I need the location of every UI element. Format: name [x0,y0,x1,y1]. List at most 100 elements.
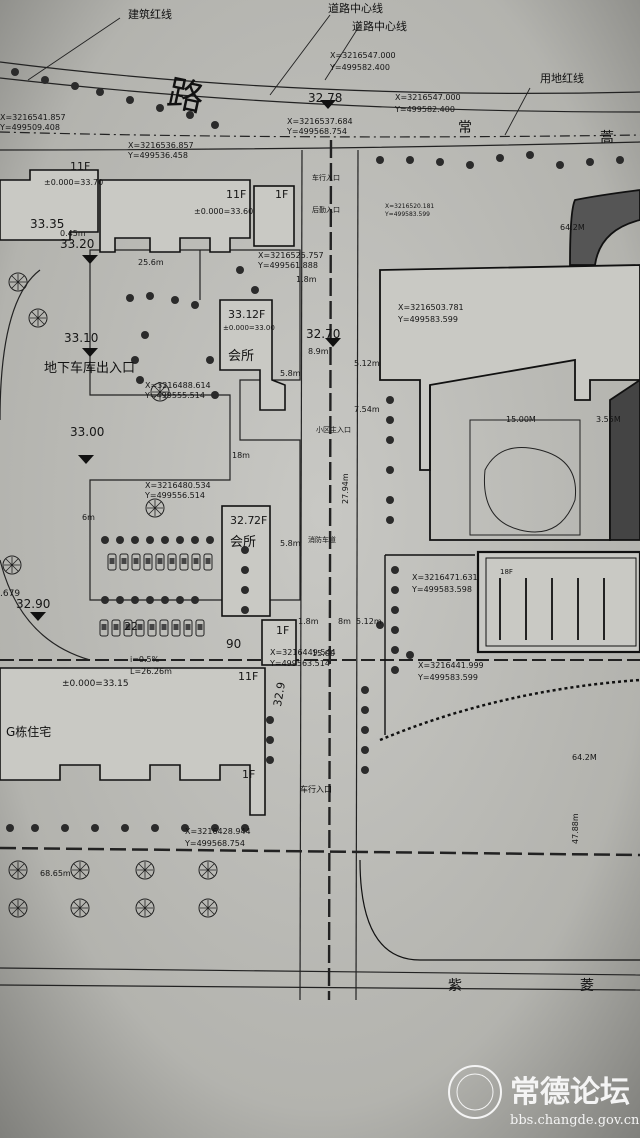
south-east-arc [359,554,640,961]
handwritten-33-1: 33.1 [228,308,253,321]
clubhouse-1-building [219,299,286,411]
elev-3310: 33.10 [64,331,98,345]
label-clubhouse-1: 会所 [228,349,254,364]
dim-512b: 5.12m [356,617,382,626]
coord-4-y: Y=499568.754 [286,127,347,136]
coord-6-x: X=3216525.757 [258,251,324,260]
coord-12-x: X=3216449.544 [270,648,336,657]
dim-355: 3.55M [596,415,621,424]
coord-5-x: X=3216536.857 [128,141,194,150]
floor-2f-a: 2F [252,308,265,321]
zero-3360: ±0.000=33.60 [194,207,253,216]
label-main-entry: 小区主入口 [316,425,351,434]
label-red-line-building: 建筑红线 [128,7,172,21]
central-road [299,139,359,1001]
coord-6-y: Y=499561.888 [257,261,318,270]
plaza [469,419,581,536]
num-22: 22 [124,620,138,633]
coord-1-x: X=3216547.000 [330,51,396,60]
coord-8-x: X=3216503.781 [398,303,464,312]
coord-1-y: Y=499582.400 [329,63,390,72]
coord-3-y: Y=499509.408 [0,123,60,132]
floor-1f-b: 1F [276,624,289,637]
label-road-centerline-2: 道路中心线 [352,19,407,33]
label-road-south-1: 紫 [448,978,462,994]
dim-256: 25.6m [138,258,164,267]
dim-642: 64.2M [560,223,585,232]
coord-3-x: X=3216541.857 [0,113,66,122]
coord-7-y: Y=499583.599 [384,211,430,218]
elevation-markers [30,100,341,621]
dim-045: 0.45m [60,229,86,238]
label-rear-entry: 后勤入口 [312,205,340,214]
dim-4788: 47.88m [571,813,580,844]
label-road-name-2: 蒿 [600,130,614,146]
zero-3315: ±0.000=33.15 [62,679,129,689]
coord-13-x: X=3216441.999 [418,661,484,670]
dim-15: 15.00M [506,415,536,424]
coord-9-y: Y=499555.514 [144,391,205,400]
coord-14-y: Y=499568.754 [184,839,245,848]
dim-89: 8.9m [308,347,329,356]
label-fire-lane: 消防车道 [308,535,336,544]
dim-512a: 5.12m [354,359,380,368]
label-road-name-1: 常 [458,120,472,136]
courtyard-loop [0,249,301,661]
coord-10-x: X=3216480.534 [145,481,211,490]
coord-5-y: Y=499536.458 [127,151,188,160]
floor-11f-c: 11F [238,670,258,683]
elev-3335: 33.35 [30,217,64,231]
coord-11-y: Y=499583.598 [411,585,472,594]
clubhouse-2-building [221,505,271,617]
floor-11f-a: 11F [70,160,90,173]
coord-12-y: Y=499563.514 [269,659,330,668]
coord-10-y: Y=499556.514 [144,491,205,500]
floor-18f: 18F [500,568,513,576]
label-g-building: G栋住宅 [6,724,51,739]
dim-642b: 64.2M [572,753,597,762]
coord-2-x: X=3216547.000 [395,93,461,102]
elev-3270: 32.70 [306,327,340,341]
coord-9-x: X=3216488.614 [145,381,211,390]
num-679: .679 [0,589,20,599]
elev-3300: 33.00 [70,425,104,439]
dim-754: 7.54m [354,405,380,414]
handwritten-32-9: 32.9 [271,681,288,707]
floor-11f-b: 11F [226,188,246,201]
handwritten-32-7: 32.7 [230,514,255,527]
floor-1f-a: 1F [275,188,288,201]
coord-11-x: X=3216471.631 [412,573,478,582]
label-road-south-2: 菱 [580,978,594,994]
floor-2f-b: 2F [254,514,267,527]
label-road-char: 路 [164,73,208,121]
zero-3370: ±0.000=33.70 [44,178,103,187]
dim-18: 1.8m [296,275,317,284]
forum-watermark: 常德论坛 bbs.changde.gov.cn [448,1065,640,1128]
svg-text:常德论坛: 常德论坛 [510,1075,630,1110]
num-6m: 6m [82,513,95,522]
north-road [0,61,640,151]
boundary-lines [0,659,640,991]
coord-14-x: X=3216428.944 [185,827,251,836]
coord-8-y: Y=499583.599 [397,315,458,324]
dim-18b: 1.8m [298,617,319,626]
label-garage-entry: 地下车库出入口 [44,360,135,376]
dim-2794: 27.94m [341,473,350,504]
label-clubhouse-2: 会所 [230,535,256,550]
num-18m: 18m [232,451,250,460]
dim-slope: i=0.5% [130,655,160,664]
coord-13-y: Y=499583.599 [417,673,478,682]
g-building [0,619,297,816]
dim-58b: 5.8m [280,539,301,548]
slab-lines [499,578,605,640]
dim-15b: 15.00 [312,649,335,658]
dim-8: 8m [338,617,351,626]
svg-text:bbs.changde.gov.cn: bbs.changde.gov.cn [510,1113,640,1128]
elev-3290b: 90 [226,637,241,651]
leader-lines [27,14,531,136]
building-east-18f [476,550,640,654]
dim-2628: L=26.26m [130,667,172,676]
elev-3290: 32.90 [16,597,50,611]
zero-3300: ±0.000=33.00 [223,324,275,332]
